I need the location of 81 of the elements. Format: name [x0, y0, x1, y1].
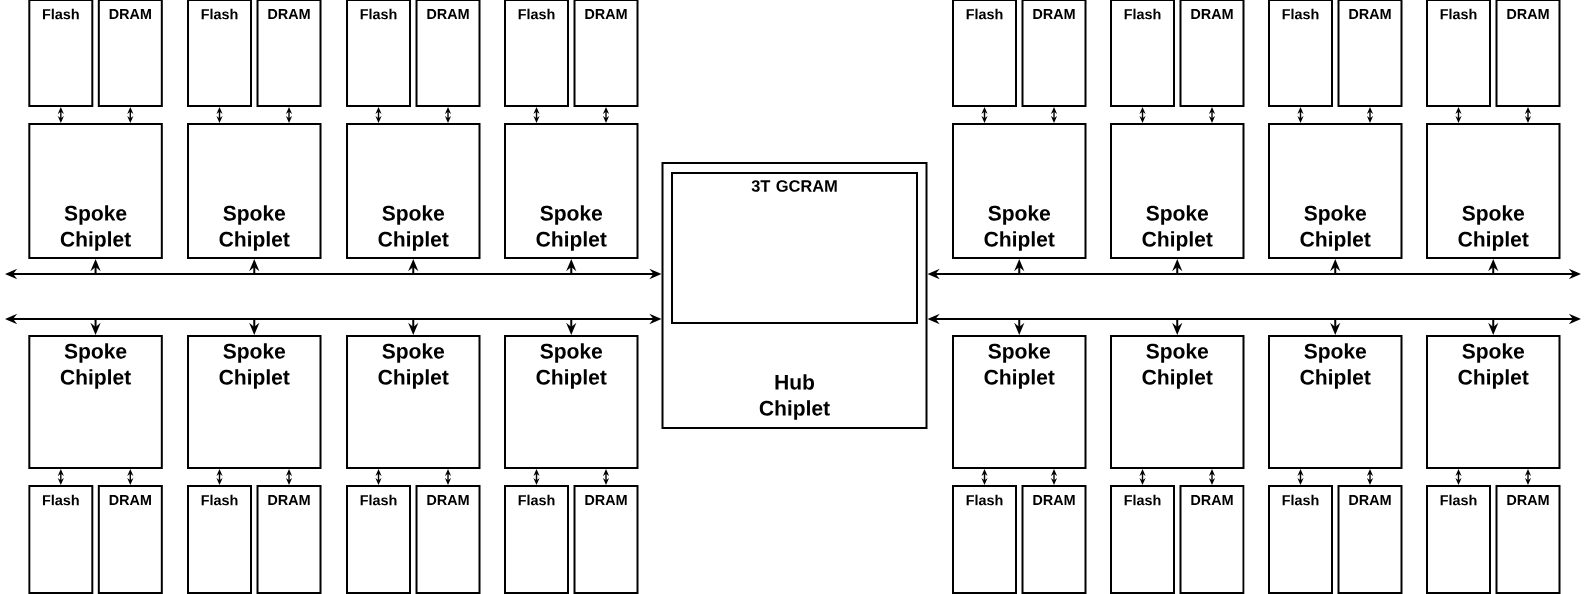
spoke-chiplet-box: Spoke Chiplet: [1268, 335, 1403, 469]
gcram-box: 3T GCRAM: [671, 172, 918, 324]
double-arrow: [1455, 469, 1462, 485]
double-arrow: [285, 107, 293, 123]
double-arrow: [1050, 107, 1058, 123]
double-arrow: [285, 469, 293, 485]
memory-box: Flash: [28, 485, 94, 594]
memory-box: DRAM: [415, 485, 481, 594]
memory-box: DRAM: [97, 485, 163, 594]
double-arrow: [1208, 107, 1216, 123]
memory-box: Flash: [952, 0, 1017, 107]
double-arrow: [216, 107, 223, 123]
memory-box: DRAM: [573, 485, 639, 594]
double-arrow: [57, 469, 64, 485]
double-arrow: [216, 469, 223, 485]
spoke-chiplet-box: Spoke Chiplet: [346, 123, 481, 259]
double-arrow: [1139, 107, 1146, 123]
double-arrow: [375, 469, 382, 485]
memory-box: Flash: [504, 485, 569, 594]
memory-box: DRAM: [1179, 485, 1245, 594]
double-arrow: [1366, 469, 1374, 485]
memory-box: Flash: [1268, 0, 1333, 107]
double-arrow: [1297, 469, 1304, 485]
double-arrow: [127, 469, 134, 485]
memory-box: Flash: [504, 0, 569, 107]
memory-box: DRAM: [1337, 485, 1403, 594]
spoke-chiplet-box: Spoke Chiplet: [1426, 123, 1561, 259]
memory-box: DRAM: [1337, 0, 1403, 107]
spoke-chiplet-box: Spoke Chiplet: [504, 123, 639, 259]
memory-box: DRAM: [256, 0, 322, 107]
double-arrow: [1524, 469, 1532, 485]
double-arrow: [444, 469, 452, 485]
double-arrow: [1139, 469, 1146, 485]
spoke-chiplet-box: Spoke Chiplet: [504, 335, 639, 469]
memory-box: DRAM: [1021, 485, 1087, 594]
double-arrow: [1050, 469, 1058, 485]
memory-box: Flash: [1268, 485, 1333, 594]
spoke-chiplet-box: Spoke Chiplet: [1426, 335, 1561, 469]
spoke-chiplet-box: Spoke Chiplet: [952, 335, 1087, 469]
memory-box: Flash: [346, 485, 411, 594]
memory-box: Flash: [28, 0, 94, 107]
spoke-chiplet-box: Spoke Chiplet: [952, 123, 1087, 259]
memory-box: Flash: [187, 485, 252, 594]
double-arrow: [1208, 469, 1216, 485]
double-arrow: [1455, 107, 1462, 123]
memory-box: DRAM: [256, 485, 322, 594]
double-arrow: [1366, 107, 1374, 123]
memory-box: DRAM: [415, 0, 481, 107]
double-arrow: [57, 107, 64, 123]
memory-box: Flash: [1426, 485, 1491, 594]
memory-box: DRAM: [1495, 0, 1561, 107]
spoke-chiplet-box: Spoke Chiplet: [1110, 335, 1245, 469]
spoke-chiplet-box: Spoke Chiplet: [28, 123, 163, 259]
double-arrow: [127, 107, 134, 123]
memory-box: Flash: [187, 0, 252, 107]
spoke-chiplet-box: Spoke Chiplet: [187, 335, 322, 469]
double-arrow: [981, 107, 988, 123]
memory-box: Flash: [346, 0, 411, 107]
double-arrow: [1524, 107, 1532, 123]
double-arrow: [1297, 107, 1304, 123]
memory-box: DRAM: [97, 0, 163, 107]
spoke-chiplet-box: Spoke Chiplet: [346, 335, 481, 469]
double-arrow: [602, 469, 610, 485]
double-arrow: [444, 107, 452, 123]
double-arrow: [981, 469, 988, 485]
double-arrow: [375, 107, 382, 123]
double-arrow: [602, 107, 610, 123]
memory-box: Flash: [1110, 485, 1175, 594]
memory-box: Flash: [952, 485, 1017, 594]
double-arrow: [533, 107, 540, 123]
memory-box: DRAM: [1495, 485, 1561, 594]
memory-box: Flash: [1110, 0, 1175, 107]
memory-box: DRAM: [1021, 0, 1087, 107]
memory-box: DRAM: [573, 0, 639, 107]
spoke-chiplet-box: Spoke Chiplet: [28, 335, 163, 469]
spoke-chiplet-box: Spoke Chiplet: [1110, 123, 1245, 259]
spoke-chiplet-box: Spoke Chiplet: [187, 123, 322, 259]
spoke-chiplet-box: Spoke Chiplet: [1268, 123, 1403, 259]
memory-box: Flash: [1426, 0, 1491, 107]
memory-box: DRAM: [1179, 0, 1245, 107]
double-arrow: [533, 469, 540, 485]
